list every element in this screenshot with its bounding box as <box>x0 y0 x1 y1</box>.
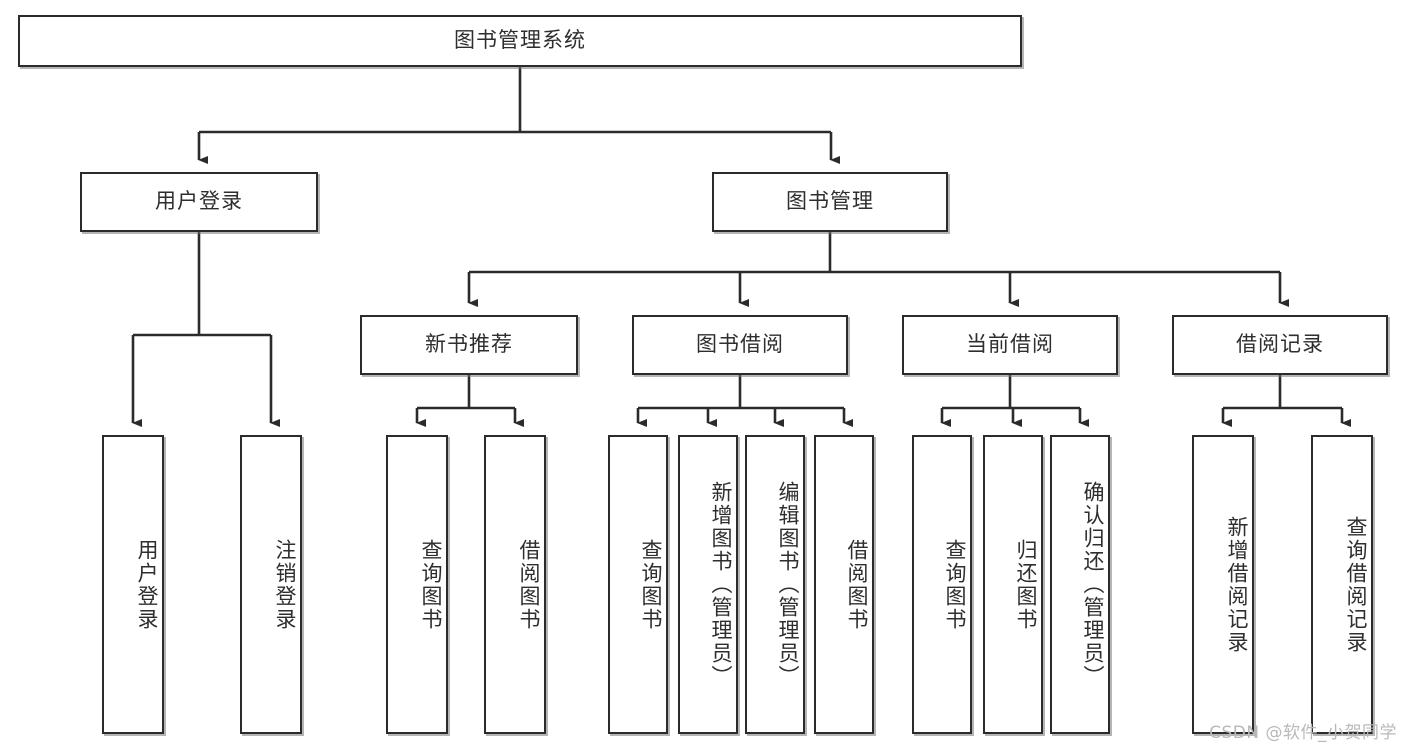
leaf-rec-borrow[interactable]: 借阅图书 <box>484 435 546 734</box>
node-book-borrow[interactable]: 图书借阅 <box>632 315 848 375</box>
node-new-book-rec[interactable]: 新书推荐 <box>360 315 578 375</box>
leaf-rec-query[interactable]: 查询图书 <box>386 435 448 734</box>
node-user-login-label: 用户登录 <box>155 189 243 214</box>
leaf-rec-query-label: 查询图书 <box>419 538 443 631</box>
leaf-cur-return-label: 归还图书 <box>1014 538 1038 631</box>
leaf-rec-add-label: 新增借阅记录 <box>1225 515 1249 654</box>
node-current-borrow-label: 当前借阅 <box>966 332 1054 357</box>
node-borrow-record-label: 借阅记录 <box>1236 332 1324 357</box>
node-current-borrow[interactable]: 当前借阅 <box>902 315 1118 375</box>
leaf-rec-query2-label: 查询借阅记录 <box>1344 515 1368 654</box>
leaf-user-login[interactable]: 用户登录 <box>102 435 164 734</box>
leaf-user-logout-label: 注销登录 <box>273 538 297 631</box>
leaf-rec-borrow-label: 借阅图书 <box>517 538 541 631</box>
node-user-login[interactable]: 用户登录 <box>80 172 318 232</box>
leaf-cur-confirm-label: 确认归还（管理员） <box>1081 481 1105 688</box>
leaf-cur-query[interactable]: 查询图书 <box>912 435 972 734</box>
leaf-cur-return[interactable]: 归还图书 <box>983 435 1043 734</box>
leaf-borrow-lend-label: 借阅图书 <box>845 538 869 631</box>
leaf-rec-query2[interactable]: 查询借阅记录 <box>1311 435 1373 734</box>
leaf-cur-confirm[interactable]: 确认归还（管理员） <box>1050 435 1110 734</box>
node-book-manage-label: 图书管理 <box>786 189 874 214</box>
leaf-user-logout[interactable]: 注销登录 <box>240 435 302 734</box>
leaf-borrow-query-label: 查询图书 <box>639 538 663 631</box>
csdn-watermark: CSDN @软件_小贺同学 <box>1209 723 1397 743</box>
leaf-borrow-add[interactable]: 新增图书（管理员） <box>678 435 738 734</box>
leaf-borrow-query[interactable]: 查询图书 <box>608 435 668 734</box>
node-book-borrow-label: 图书借阅 <box>696 332 784 357</box>
leaf-borrow-add-label: 新增图书（管理员） <box>709 481 733 688</box>
node-new-book-rec-label: 新书推荐 <box>425 332 513 357</box>
leaf-user-login-label: 用户登录 <box>135 538 159 631</box>
node-root-label: 图书管理系统 <box>454 28 586 53</box>
leaf-rec-add[interactable]: 新增借阅记录 <box>1192 435 1254 734</box>
node-root[interactable]: 图书管理系统 <box>18 15 1022 67</box>
node-book-manage[interactable]: 图书管理 <box>712 172 948 232</box>
leaf-borrow-edit[interactable]: 编辑图书（管理员） <box>745 435 805 734</box>
leaf-cur-query-label: 查询图书 <box>943 538 967 631</box>
leaf-borrow-edit-label: 编辑图书（管理员） <box>776 481 800 688</box>
node-borrow-record[interactable]: 借阅记录 <box>1172 315 1388 375</box>
leaf-borrow-lend[interactable]: 借阅图书 <box>814 435 874 734</box>
